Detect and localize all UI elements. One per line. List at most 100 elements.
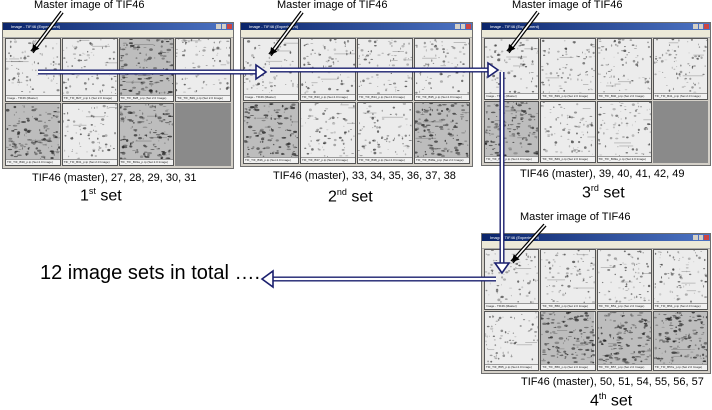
gel-caption: TIF_TIF_B57_p.tp (Set 2.0 Image) (597, 364, 651, 370)
gel-caption: TIF_TIF_B31_p.tp (Set 2.0 Image) (62, 159, 117, 165)
pointer-arrow-icon (30, 10, 547, 264)
gel-thumbnail[interactable]: TIF_TIF_B49a_p.tp (Set 2.0 Image) (596, 101, 652, 163)
gel-caption: TIF_TIF_B55_p.tp (Set 2.0 Image) (485, 364, 539, 370)
set-1-toolbar (3, 30, 233, 38)
gel-thumbnail[interactable]: TIF_TIF_B55_p.tp (Set 2.0 Image) (484, 310, 540, 371)
gel-caption: TIF_TIF_B49a_p.tp (Set 2.0 Image) (597, 156, 651, 162)
set-suffix: nd (336, 187, 347, 197)
gel-caption: Image - TIF46 (Master) (6, 94, 60, 101)
gel-caption: TIF_TIF_B27_p.tp 1 (Set 2.0 Image) (62, 94, 117, 101)
window-controls-icon[interactable] (693, 235, 710, 240)
gel-caption: TIF_TIF_B37_p.tp (Set 2.0 Image) (301, 157, 355, 163)
set-3-window-title: Image - TIF46 (Experiment) (490, 24, 540, 29)
set-ordinal: 1 (80, 187, 89, 205)
set-1-window-title: Image - TIF46 (Experiment) (11, 24, 61, 29)
set-2-window-title: Image - TIF46 (Experiment) (249, 24, 299, 29)
gel-thumbnail[interactable]: TIF_TIF_B30_p.tp (Set 2.0 Image) (5, 102, 61, 166)
gel-thumbnail[interactable]: TIF_TIF_B38_p.tp (Set 2.0 Image) (357, 101, 413, 164)
gel-thumbnail[interactable]: TIF_TIF_B49_p.tp (Set 2.0 Image) (540, 101, 596, 163)
set-4-window-title: Image - TIF46 (Experiment) (490, 235, 540, 240)
total-sets-label: 12 image sets in total …. (40, 262, 261, 284)
gel-caption: TIF_TIF_B41_p.tp (Set 2.0 Image) (653, 93, 707, 99)
gel-thumbnail[interactable]: TIF_TIF_B41_p.tp (Set 2.0 Image) (652, 38, 708, 100)
flow-arrow-set1-to-set2 (38, 63, 268, 81)
window-controls-icon[interactable] (216, 24, 233, 29)
gel-thumbnail[interactable]: TIF_TIF_B56_p.tp (Set 2.0 Image) (540, 310, 596, 371)
gel-thumbnail[interactable]: TIF_TIF_B38a_p.tp (Set 2.0 Image) (414, 101, 470, 164)
set-suffix: rd (590, 183, 599, 193)
gel-caption: TIF_TIF_B40_p.tp (Set 2.0 Image) (597, 93, 651, 99)
set-3-toolbar (482, 30, 710, 38)
set-2-members: TIF46 (master), 33, 34, 35, 36, 37, 38 (273, 170, 456, 182)
window-controls-icon[interactable] (455, 24, 472, 29)
set-3-titlebar: Image - TIF46 (Experiment) (482, 23, 710, 30)
gel-thumbnail[interactable]: TIF_TIF_B37_p.tp (Set 2.0 Image) (300, 101, 356, 164)
pointer-arrow-set2 (268, 10, 304, 57)
set-1-members: TIF46 (master), 27, 28, 29, 30, 31 (32, 172, 197, 184)
set-4-window: Image - TIF46 (Experiment) Image - TIF46… (481, 233, 711, 374)
gel-caption: TIF_TIF_B54_p.tp (Set 2.0 Image) (653, 302, 707, 309)
master-label-4: Master image of TIF46 (520, 211, 631, 223)
gel-thumbnail[interactable]: TIF_TIF_B39_p.tp (Set 2.0 Image) (540, 38, 596, 100)
pointer-arrow-set4 (510, 223, 547, 264)
set-word: set (351, 188, 373, 206)
gel-caption: TIF_TIF_B31a_p.tp (Set 2.0 Image) (119, 159, 174, 165)
gel-thumbnail[interactable]: TIF_TIF_B57a_p.tp (Set 2.0 Image) (652, 310, 708, 371)
gel-caption: TIF_TIF_B29_p.tp (Set 2.0 Image) (176, 94, 230, 101)
set-4-label: 4th set (590, 391, 632, 410)
set-3-label: 3rd set (582, 183, 625, 202)
gel-caption: TIF_TIF_B35_p.tp (Set 2.0 Image) (415, 93, 469, 100)
gel-thumbnail[interactable]: TIF_TIF_B54_p.tp (Set 2.0 Image) (652, 249, 708, 310)
flow-arrow-set2-to-set3 (270, 61, 500, 79)
gel-thumbnail[interactable]: TIF_TIF_B31a_p.tp (Set 2.0 Image) (118, 102, 175, 166)
set-2-toolbar (241, 30, 472, 38)
empty-slot (175, 102, 231, 166)
gel-caption: TIF_TIF_B38a_p.tp (Set 2.0 Image) (415, 157, 469, 163)
master-label-2: Master image of TIF46 (277, 0, 388, 11)
set-2-label: 2nd set (328, 187, 373, 206)
set-3-window: Image - TIF46 (Experiment) Image - TIF46… (481, 22, 711, 166)
set-ordinal: 3 (582, 184, 591, 202)
gel-caption: Image - TIF46 (Master) (485, 302, 539, 309)
set-1-label: 1st set (80, 186, 122, 205)
pointer-arrow-set1 (30, 10, 64, 54)
gel-caption: TIF_TIF_B56_p.tp (Set 2.0 Image) (541, 364, 595, 370)
set-ordinal: 2 (328, 188, 337, 206)
gel-caption: TIF_TIF_B51_p.tp (Set 2.0 Image) (597, 302, 651, 309)
set-word: set (610, 392, 633, 410)
empty-slot (652, 101, 708, 163)
pointer-arrow-set3 (506, 10, 540, 54)
gel-caption: Image - TIF46 (Master) (244, 93, 298, 100)
gel-thumbnail[interactable]: TIF_TIF_B51_p.tp (Set 2.0 Image) (596, 249, 652, 310)
gel-thumbnail[interactable]: TIF_TIF_B42_p.tp (Set 2.0 Image) (484, 101, 540, 163)
gel-caption: TIF_TIF_B36_p.tp (Set 2.0 Image) (244, 157, 298, 163)
master-label-3: Master image of TIF46 (512, 0, 623, 11)
set-1-titlebar: Image - TIF46 (Experiment) (3, 23, 233, 30)
gel-thumbnail[interactable]: TIF_TIF_B40_p.tp (Set 2.0 Image) (596, 38, 652, 100)
gel-thumbnail[interactable]: TIF_TIF_B36_p.tp (Set 2.0 Image) (243, 101, 299, 164)
double-line-arrow-icon (38, 61, 511, 289)
gel-thumbnail[interactable]: TIF_TIF_B31_p.tp (Set 2.0 Image) (61, 102, 118, 166)
flow-arrow-set3-to-set4 (493, 72, 511, 275)
set-word: set (100, 187, 122, 205)
gel-caption: TIF_TIF_B33_p.tp (Set 2.0 Image) (301, 93, 355, 100)
set-ordinal: 4 (590, 392, 599, 410)
gel-caption: TIF_TIF_B49_p.tp (Set 2.0 Image) (541, 156, 595, 162)
flow-arrow-to-summary (260, 269, 496, 289)
gel-caption: TIF_TIF_B50_p.tp (Set 2.0 Image) (541, 302, 595, 309)
gel-caption: TIF_TIF_B34_p.tp (Set 2.0 Image) (358, 93, 412, 100)
gel-caption: TIF_TIF_B38_p.tp (Set 2.0 Image) (358, 157, 412, 163)
gel-thumbnail[interactable]: TIF_TIF_B50_p.tp (Set 2.0 Image) (540, 249, 596, 310)
gel-caption: TIF_TIF_B57a_p.tp (Set 2.0 Image) (653, 364, 707, 370)
gel-caption: TIF_TIF_B30_p.tp (Set 2.0 Image) (6, 159, 60, 165)
gel-thumbnail[interactable]: TIF_TIF_B57_p.tp (Set 2.0 Image) (596, 310, 652, 371)
set-4-members: TIF46 (master), 50, 51, 54, 55, 56, 57 (521, 376, 704, 388)
set-4-toolbar (482, 241, 710, 249)
gel-caption: TIF_TIF_B42_p.tp (Set 2.0 Image) (485, 156, 539, 162)
window-controls-icon[interactable] (693, 24, 710, 29)
master-label-1: Master image of TIF46 (34, 0, 145, 11)
gel-caption: TIF_TIF_B28_p.tp (Set 2.0 Image) (119, 94, 174, 101)
set-3-members: TIF46 (master), 39, 40, 41, 42, 49 (520, 168, 685, 180)
gel-caption: TIF_TIF_B39_p.tp (Set 2.0 Image) (541, 93, 595, 99)
